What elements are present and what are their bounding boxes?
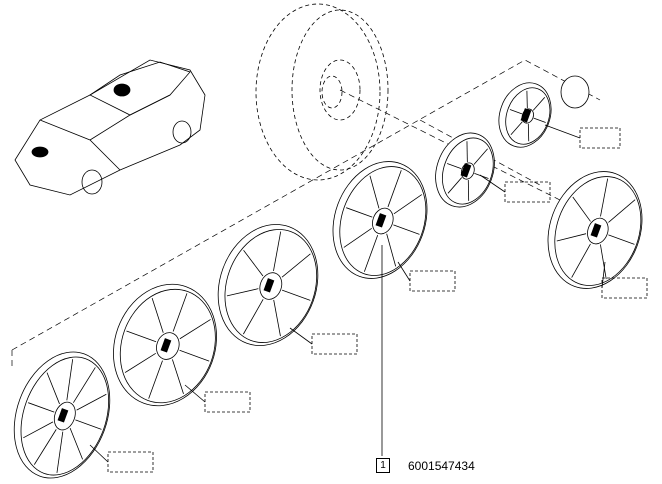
car-illustration [14,59,206,196]
leader-line [184,384,206,403]
part-label-box [409,270,456,292]
wheel-cover [113,283,217,407]
callout-badge: 1 [376,458,390,473]
part-label-box [107,451,154,473]
part-reference: 6001547434 [408,459,475,473]
part-label-box [204,391,251,413]
leader-line [89,444,109,463]
wheel-cover [547,171,643,289]
wheel-cover [217,224,319,346]
wheel-cover [498,82,552,148]
wheel-cover [332,161,428,279]
leader-line [397,261,411,282]
leader-line [289,327,313,345]
part-label-box [579,127,621,149]
wheel-rim [255,3,389,181]
wheel-cover [13,351,111,479]
wheel-cover [435,132,495,208]
center-cap [560,75,590,109]
leader-line [479,174,506,193]
part-label-box [311,333,358,355]
leader-line [601,261,606,289]
leader-line [544,124,581,139]
part-label-box [504,181,551,203]
